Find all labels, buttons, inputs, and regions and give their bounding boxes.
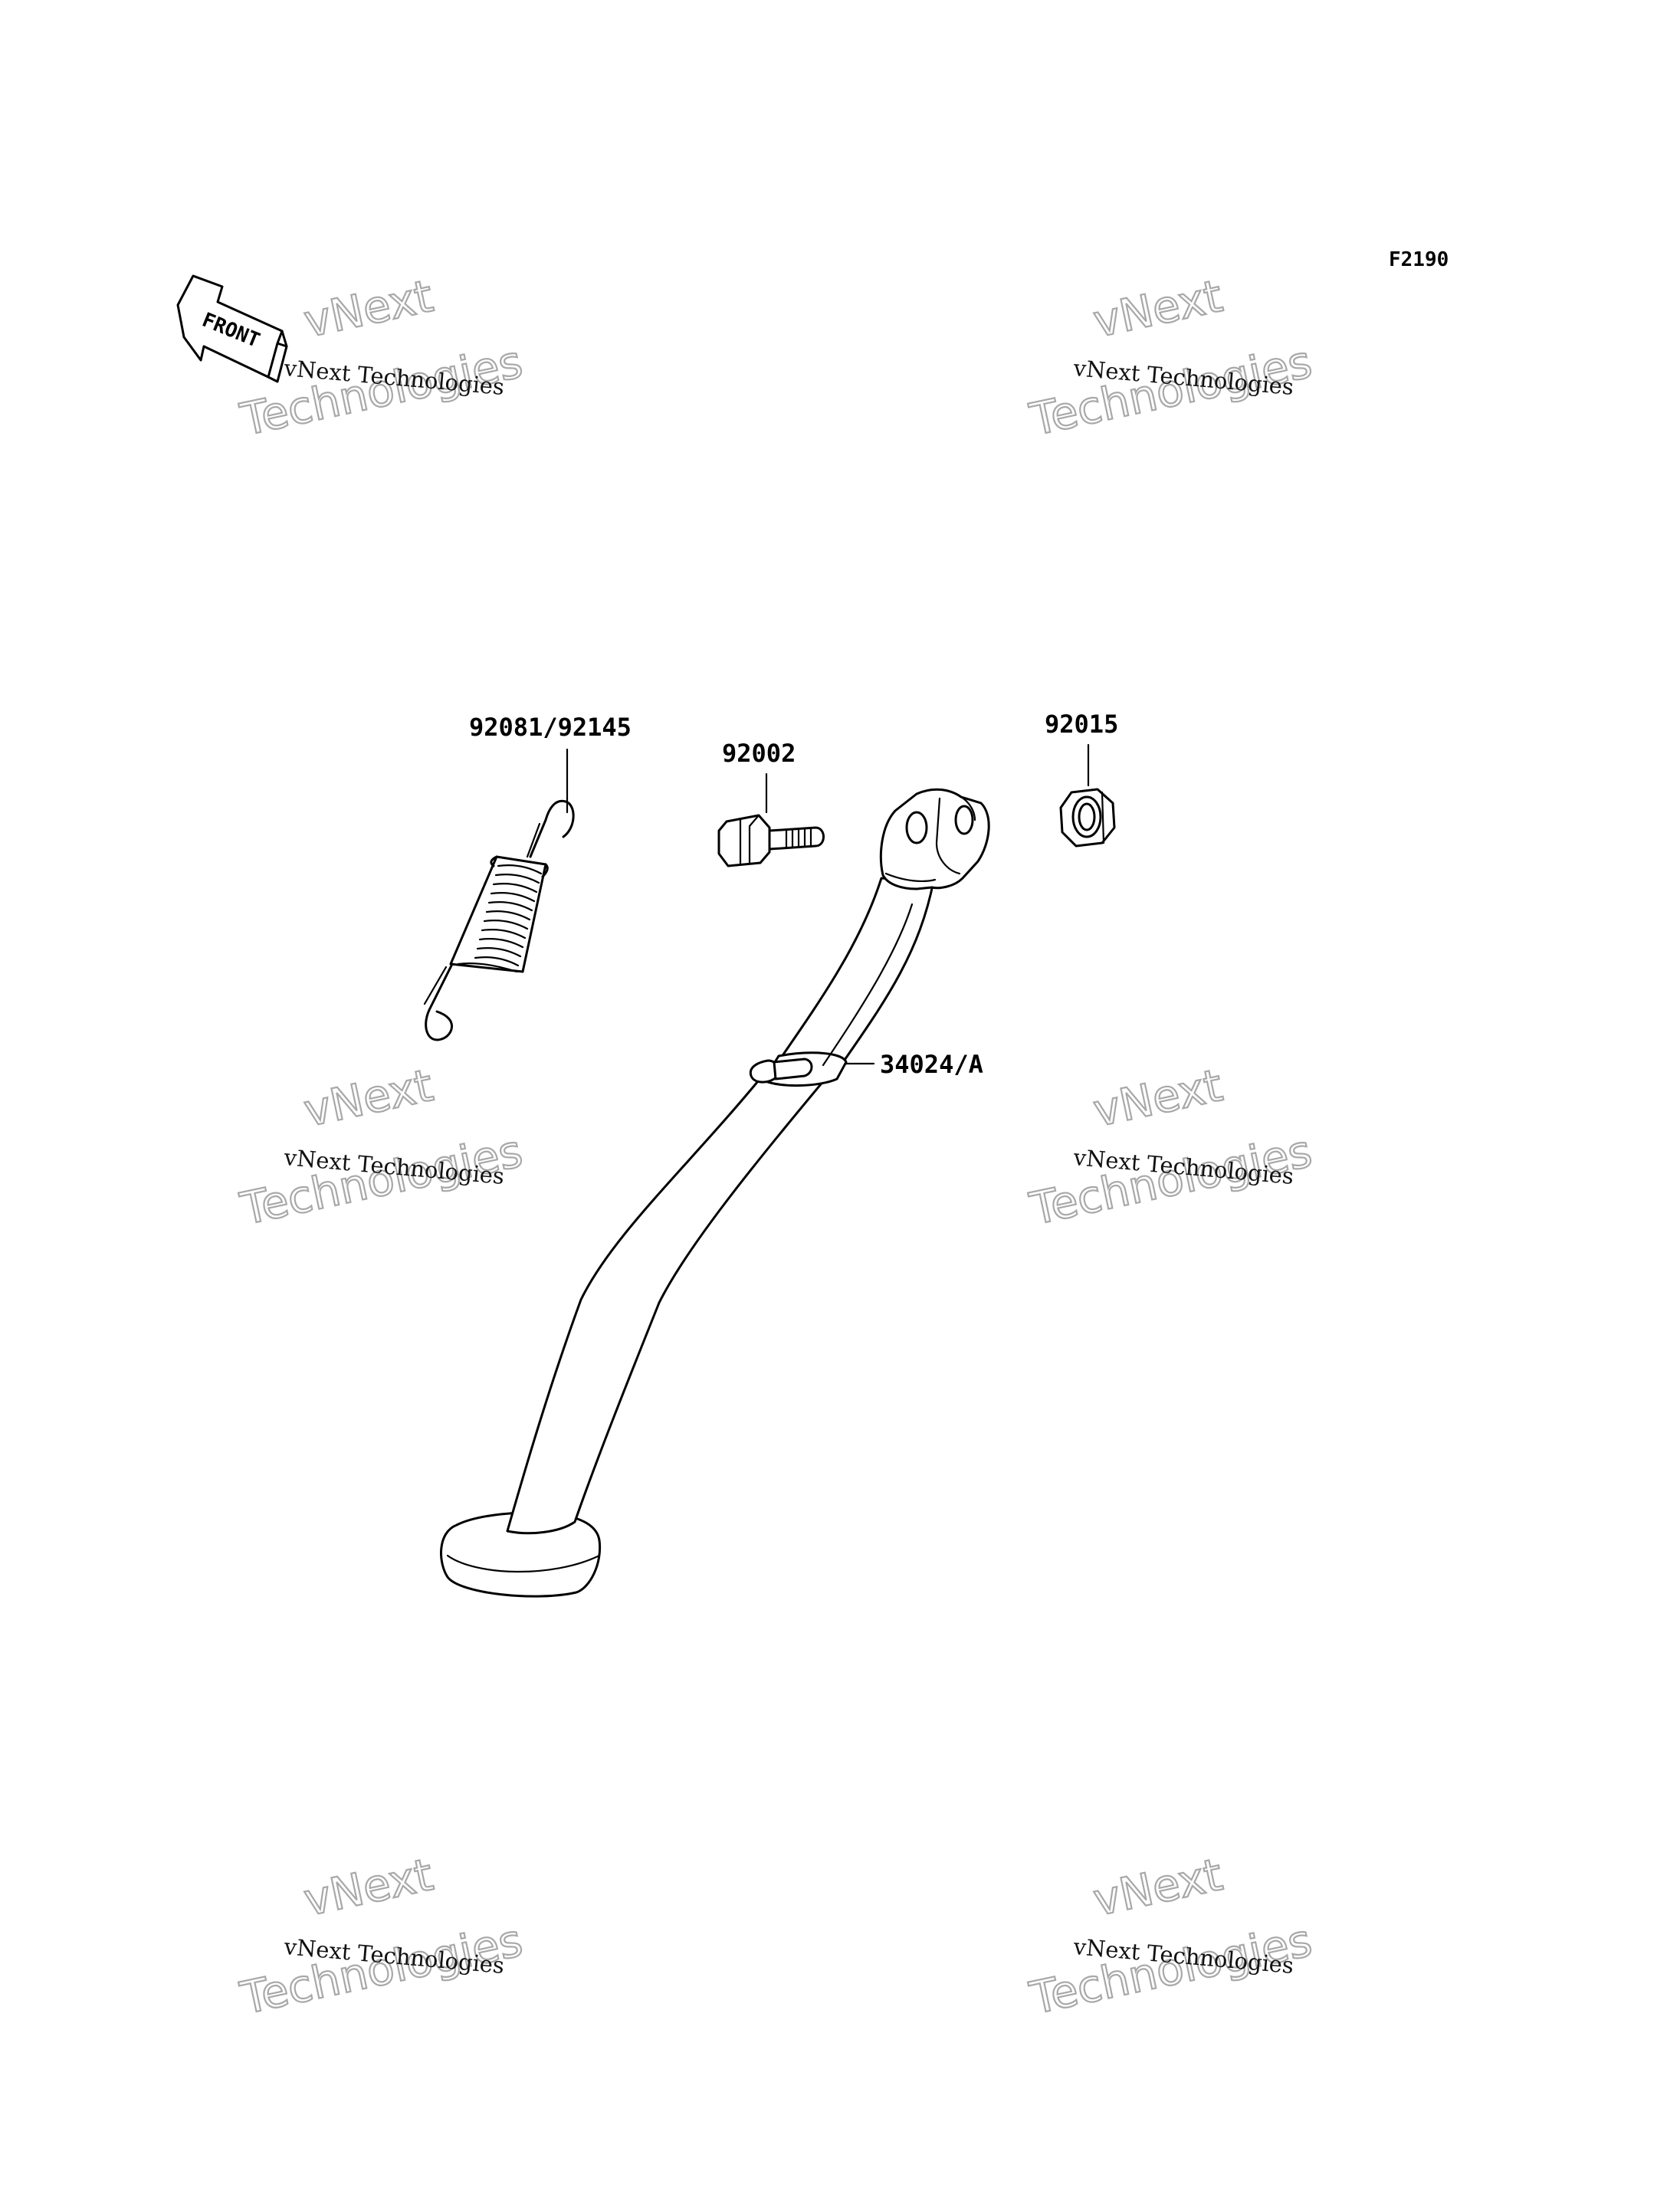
spring-part[interactable] — [423, 799, 575, 1041]
figure-code: F2190 — [1389, 248, 1449, 271]
watermark-tile: vNext Technologies vNext Technologies — [235, 1848, 528, 2025]
watermark-tile: vNext Technologies vNext Technologies — [235, 269, 528, 447]
watermark-tile: vNext Technologies vNext Technologies — [1025, 1848, 1317, 2025]
nut-part[interactable] — [1059, 788, 1116, 848]
watermark-tile: vNext Technologies vNext Technologies — [1025, 1058, 1317, 1236]
watermark-big-line1: vNext — [300, 1059, 438, 1137]
bolt-part[interactable] — [717, 814, 825, 867]
watermark-big-line1: vNext — [1089, 270, 1227, 348]
watermark-tile: vNext Technologies vNext Technologies — [235, 1058, 528, 1236]
side-stand-part[interactable] — [440, 788, 990, 1598]
part-label-side-stand[interactable]: 34024/A — [880, 1050, 983, 1079]
watermark-big-line1: vNext — [300, 270, 438, 348]
part-label-nut[interactable]: 92015 — [1045, 710, 1118, 739]
watermark-tile: vNext Technologies vNext Technologies — [1025, 269, 1317, 447]
watermark-big-line1: vNext — [1089, 1059, 1227, 1137]
watermark-big-line1: vNext — [300, 1848, 438, 1926]
watermark-big-line1: vNext — [1089, 1848, 1227, 1926]
part-label-spring[interactable]: 92081/92145 — [469, 713, 632, 742]
front-arrow-icon: FRONT — [176, 274, 288, 383]
part-label-bolt[interactable]: 92002 — [722, 739, 796, 768]
